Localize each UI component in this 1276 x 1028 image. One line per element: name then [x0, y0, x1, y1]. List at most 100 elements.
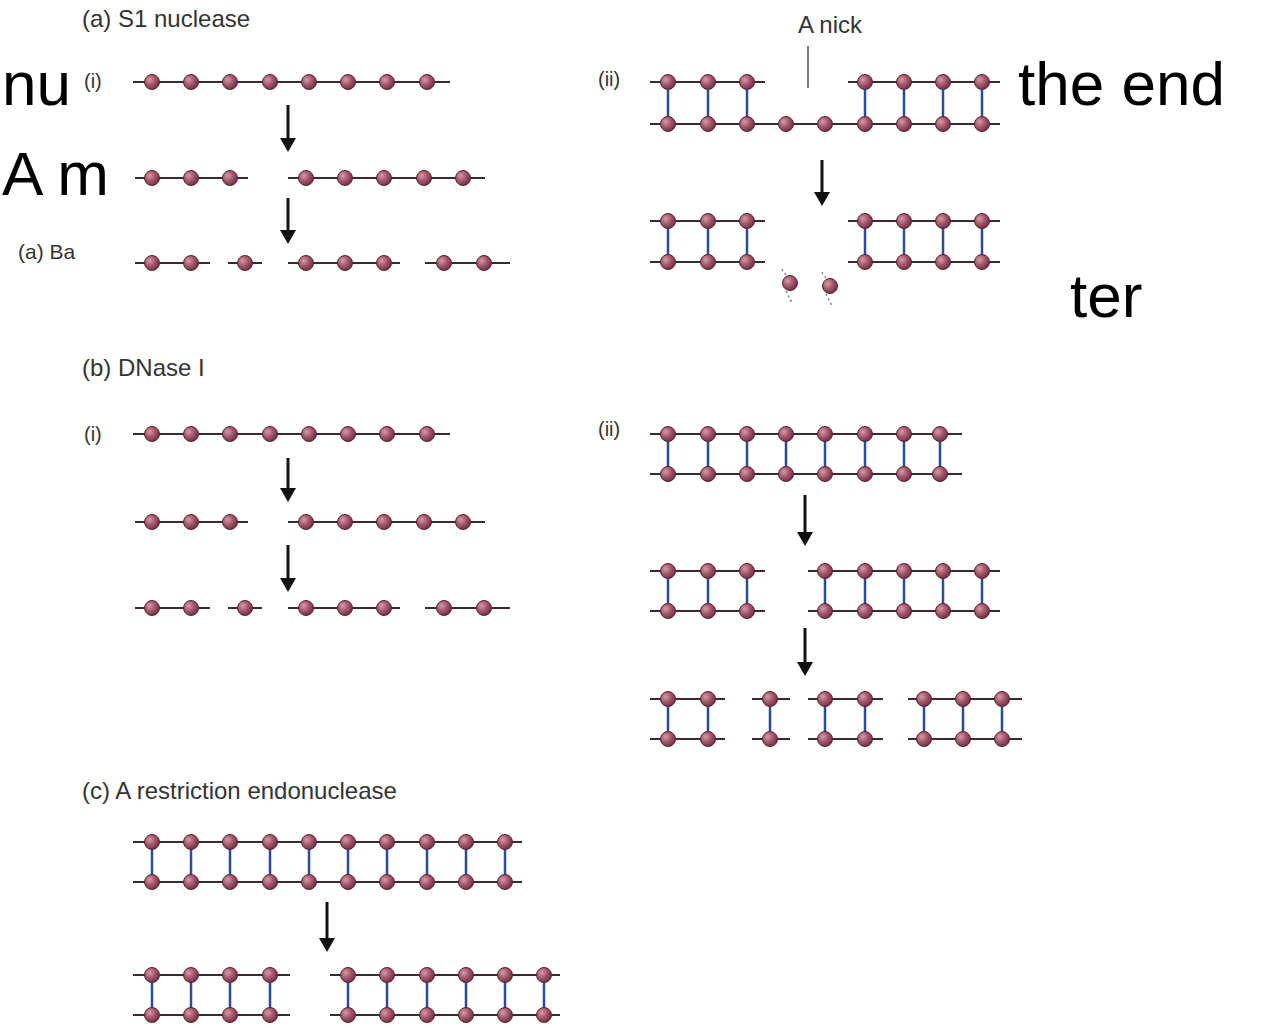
- base-pair-rung: [190, 982, 193, 1008]
- nucleotide-bead: [420, 968, 435, 983]
- base-pair-rung: [746, 228, 749, 255]
- nucleotide-bead: [779, 117, 794, 132]
- base-pair-rung: [939, 441, 942, 467]
- part-number: (ii): [598, 68, 620, 90]
- nucleotide-bead: [936, 604, 951, 619]
- base-pair-rung: [667, 706, 670, 732]
- nucleotide-bead: [477, 601, 492, 616]
- nucleotide-bead: [145, 835, 160, 850]
- base-pair-rung: [1001, 706, 1004, 732]
- nucleotide-bead: [302, 427, 317, 442]
- nucleotide-bead: [740, 564, 755, 579]
- backbone-line: [650, 433, 962, 435]
- base-pair-rung: [426, 982, 429, 1008]
- base-pair-rung: [543, 982, 546, 1008]
- nucleotide-bead: [380, 835, 395, 850]
- slide-text-fragment: the end: [1018, 50, 1225, 118]
- base-pair-rung: [667, 578, 670, 604]
- nucleotide-bead: [459, 1008, 474, 1023]
- nucleotide-bead: [858, 214, 873, 229]
- nucleotide-bead: [858, 255, 873, 270]
- nucleotide-bead: [661, 467, 676, 482]
- base-pair-rung: [942, 578, 945, 604]
- nucleotide-bead: [897, 604, 912, 619]
- base-pair-rung: [981, 228, 984, 255]
- nucleotide-bead: [763, 732, 778, 747]
- nucleotide-bead: [420, 1008, 435, 1023]
- part-number: (i): [84, 70, 102, 92]
- nucleotide-bead: [145, 75, 160, 90]
- nucleotide-bead: [223, 171, 238, 186]
- base-pair-rung: [347, 982, 350, 1008]
- released-tail: [820, 270, 826, 278]
- slide-text-fragment: ter: [1070, 262, 1142, 330]
- base-pair-rung: [864, 578, 867, 604]
- slide-text-fragment: (a) Ba: [18, 240, 75, 263]
- nucleotide-bead: [661, 692, 676, 707]
- nucleotide-bead: [184, 835, 199, 850]
- nucleotide-bead: [701, 564, 716, 579]
- nucleotide-bead: [995, 732, 1010, 747]
- base-pair-rung: [269, 849, 272, 875]
- nucleotide-bead: [420, 427, 435, 442]
- nucleotide-bead: [740, 604, 755, 619]
- nucleotide-bead: [701, 692, 716, 707]
- arrow-head: [797, 532, 813, 546]
- nucleotide-bead: [338, 601, 353, 616]
- nucleotide-bead: [701, 427, 716, 442]
- nucleotide-bead: [380, 427, 395, 442]
- nucleotide-bead: [145, 515, 160, 530]
- nucleotide-bead: [302, 75, 317, 90]
- base-pair-rung: [864, 706, 867, 732]
- nucleotide-bead: [661, 255, 676, 270]
- nucleotide-bead: [184, 171, 199, 186]
- nucleotide-bead: [936, 75, 951, 90]
- nucleotide-bead: [897, 427, 912, 442]
- base-pair-rung: [824, 706, 827, 732]
- base-pair-rung: [769, 706, 772, 732]
- base-pair-rung: [190, 849, 193, 875]
- nucleotide-bead: [380, 968, 395, 983]
- nucleotide-bead: [263, 427, 278, 442]
- released-tail: [786, 291, 792, 303]
- nucleotide-bead: [437, 601, 452, 616]
- nucleotide-bead: [380, 875, 395, 890]
- nucleotide-bead: [145, 256, 160, 271]
- arrow-shaft: [287, 458, 290, 492]
- nucleotide-bead: [858, 692, 873, 707]
- nucleotide-bead: [145, 1008, 160, 1023]
- nucleotide-bead: [184, 75, 199, 90]
- nucleotide-bead: [858, 604, 873, 619]
- nucleotide-bead: [456, 171, 471, 186]
- nucleotide-bead: [377, 171, 392, 186]
- nucleotide-bead: [818, 604, 833, 619]
- nucleotide-bead: [417, 515, 432, 530]
- nucleotide-bead: [701, 604, 716, 619]
- nucleotide-bead: [263, 875, 278, 890]
- arrow-shaft: [287, 198, 290, 234]
- base-pair-rung: [942, 228, 945, 255]
- base-pair-rung: [229, 982, 232, 1008]
- nucleotide-bead: [420, 875, 435, 890]
- nucleotide-bead: [858, 467, 873, 482]
- nucleotide-bead: [145, 875, 160, 890]
- arrow-head: [319, 938, 335, 952]
- arrow-shaft: [326, 902, 329, 942]
- base-pair-rung: [981, 89, 984, 117]
- nucleotide-bead: [184, 427, 199, 442]
- nucleotide-bead: [779, 467, 794, 482]
- released-tail: [780, 267, 786, 275]
- base-pair-rung: [386, 849, 389, 875]
- arrow-shaft: [287, 545, 290, 582]
- base-pair-rung: [746, 441, 749, 467]
- arrow-head: [797, 662, 813, 676]
- arrow-head: [280, 138, 296, 152]
- nucleotide-bead: [975, 214, 990, 229]
- nucleotide-bead: [184, 875, 199, 890]
- nucleotide-bead: [661, 732, 676, 747]
- nucleotide-bead: [380, 75, 395, 90]
- base-pair-rung: [269, 982, 272, 1008]
- nucleotide-bead: [459, 875, 474, 890]
- part-number: (ii): [598, 418, 620, 440]
- nucleotide-bead: [377, 601, 392, 616]
